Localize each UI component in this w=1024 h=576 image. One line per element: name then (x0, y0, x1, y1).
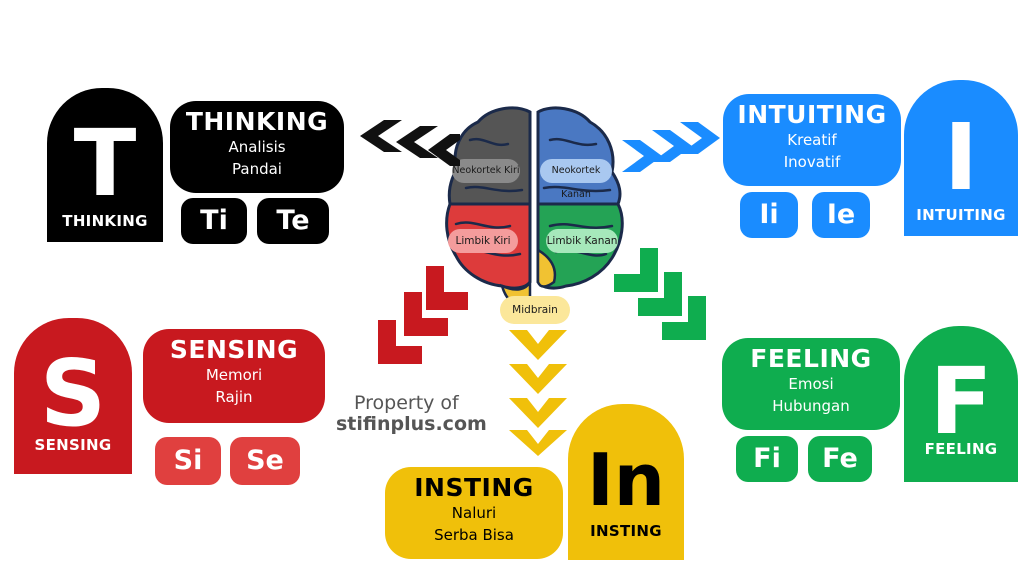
sensing-card: SENSING Memori Rajin (143, 329, 325, 423)
feeling-card: FEELING Emosi Hubungan (722, 338, 900, 430)
sensing-pill-si: Si (155, 437, 221, 485)
thinking-pill-ti: Ti (181, 198, 247, 244)
intuiting-badge: I INTUITING (904, 80, 1018, 236)
intuiting-line1: Kreatif (787, 131, 837, 149)
feeling-pill-fi: Fi (736, 436, 798, 482)
insting-title: INSTING (414, 473, 534, 502)
insting-line1: Naluri (451, 504, 497, 522)
feeling-badge: F FEELING (904, 326, 1018, 482)
insting-badge: In INSTING (568, 404, 684, 560)
arrow-to-intuiting (622, 122, 720, 172)
sensing-letter: S (39, 340, 107, 447)
intuiting-title: INTUITING (737, 100, 887, 129)
insting-card: INSTING Naluri Serba Bisa (385, 467, 563, 559)
intuiting-pill-ii: Ii (740, 192, 798, 238)
sensing-badge: S SENSING (14, 318, 132, 474)
intuiting-card: INTUITING Kreatif Inovatif (723, 94, 901, 186)
arrow-to-feeling (614, 248, 706, 340)
label-limbik-kiri: Limbik Kiri (448, 229, 518, 253)
label-neokortek-kanan: Neokortek Kanan (540, 159, 612, 200)
sensing-badge-label: SENSING (34, 436, 112, 454)
arrow-to-thinking (360, 120, 460, 166)
insting-line2: Serba Bisa (434, 526, 514, 544)
feeling-title: FEELING (750, 344, 872, 373)
thinking-badge: T THINKING (47, 88, 163, 242)
feeling-pill-fe: Fe (808, 436, 872, 482)
intuiting-line2: Inovatif (783, 153, 841, 171)
brain-midbrain-right (536, 247, 557, 288)
intuiting-letter: I (943, 104, 979, 211)
watermark-line2: stifinplus.com (336, 413, 487, 435)
feeling-line1: Emosi (788, 375, 834, 393)
thinking-line1: Analisis (228, 138, 286, 156)
intuiting-pill-ie: Ie (812, 192, 870, 238)
watermark-line1: Property of (354, 392, 459, 414)
sensing-line1: Memori (205, 366, 263, 384)
thinking-card: THINKING Analisis Pandai (170, 101, 344, 193)
feeling-badge-label: FEELING (924, 440, 998, 458)
label-limbik-kanan: Limbik Kanan (546, 229, 618, 253)
arrow-to-sensing (378, 266, 468, 364)
arrow-to-insting (509, 330, 567, 456)
intuiting-badge-label: INTUITING (916, 206, 1006, 224)
thinking-letter: T (73, 110, 137, 217)
sensing-line2: Rajin (215, 388, 253, 406)
thinking-line2: Pandai (232, 160, 282, 178)
feeling-letter: F (929, 348, 993, 455)
thinking-pill-te: Te (257, 198, 329, 244)
thinking-title: THINKING (185, 107, 329, 136)
insting-letter: In (586, 438, 666, 522)
label-midbrain: Midbrain (500, 296, 570, 324)
feeling-line2: Hubungan (772, 397, 850, 415)
label-neokortek-kiri: Neokortek Kiri (452, 159, 520, 183)
thinking-badge-label: THINKING (62, 212, 148, 230)
sensing-pill-se: Se (230, 437, 300, 485)
sensing-title: SENSING (169, 335, 299, 364)
insting-badge-label: INSTING (590, 522, 662, 540)
